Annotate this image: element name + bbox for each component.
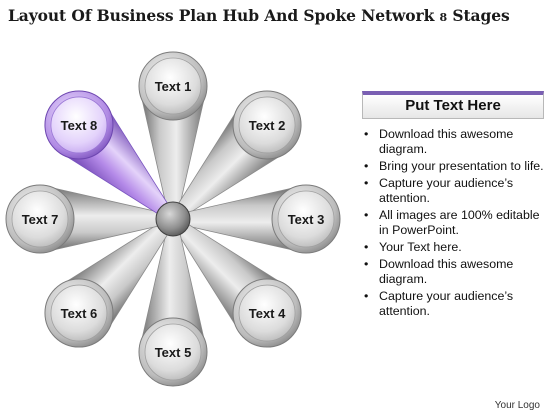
page-title: Layout Of Business Plan Hub And Spoke Ne… (8, 6, 554, 25)
bullet-item: Your Text here. (362, 240, 552, 255)
bullet-item: Bring your presentation to life. (362, 159, 552, 174)
hub-spoke-diagram: Text 1 Text 2 Text 3 Text 4 Text 5 Text 6 Text… (5, 51, 341, 387)
bullet-item: Capture your audience’s attention. (362, 176, 552, 206)
spoke-5-label: Text 5 (155, 345, 192, 360)
spoke-2-label: Text 2 (249, 118, 286, 133)
spoke-1-label: Text 1 (155, 79, 192, 94)
bullet-item: Download this awesome diagram. (362, 127, 552, 157)
spoke-8-cap: Text 8 (44, 90, 114, 160)
panel-header: Put Text Here (362, 91, 544, 119)
bullet-item: Download this awesome diagram. (362, 257, 552, 287)
bullet-item: All images are 100% editable in PowerPoi… (362, 208, 552, 238)
title-count: 8 (439, 11, 448, 24)
spoke-6-label: Text 6 (61, 306, 98, 321)
spoke-1-cap: Text 1 (138, 51, 208, 121)
spoke-6-cap: Text 6 (44, 278, 114, 348)
bullet-list: Download this awesome diagram. Bring you… (362, 127, 552, 321)
spoke-2-cap: Text 2 (232, 90, 302, 160)
spoke-4-label: Text 4 (249, 306, 286, 321)
title-suffix: Stages (452, 6, 510, 25)
hub-circle (155, 201, 191, 237)
bullet-item: Capture your audience’s attention. (362, 289, 552, 319)
logo-text: Your Logo (494, 400, 540, 411)
spoke-7-cap: Text 7 (5, 184, 75, 254)
spoke-8-label: Text 8 (61, 118, 98, 133)
spoke-3-label: Text 3 (288, 212, 325, 227)
spoke-3-cap: Text 3 (271, 184, 341, 254)
spoke-7-label: Text 7 (22, 212, 59, 227)
spoke-4-cap: Text 4 (232, 278, 302, 348)
spoke-5-cap: Text 5 (138, 317, 208, 387)
title-main: Layout Of Business Plan Hub And Spoke Ne… (8, 6, 435, 25)
